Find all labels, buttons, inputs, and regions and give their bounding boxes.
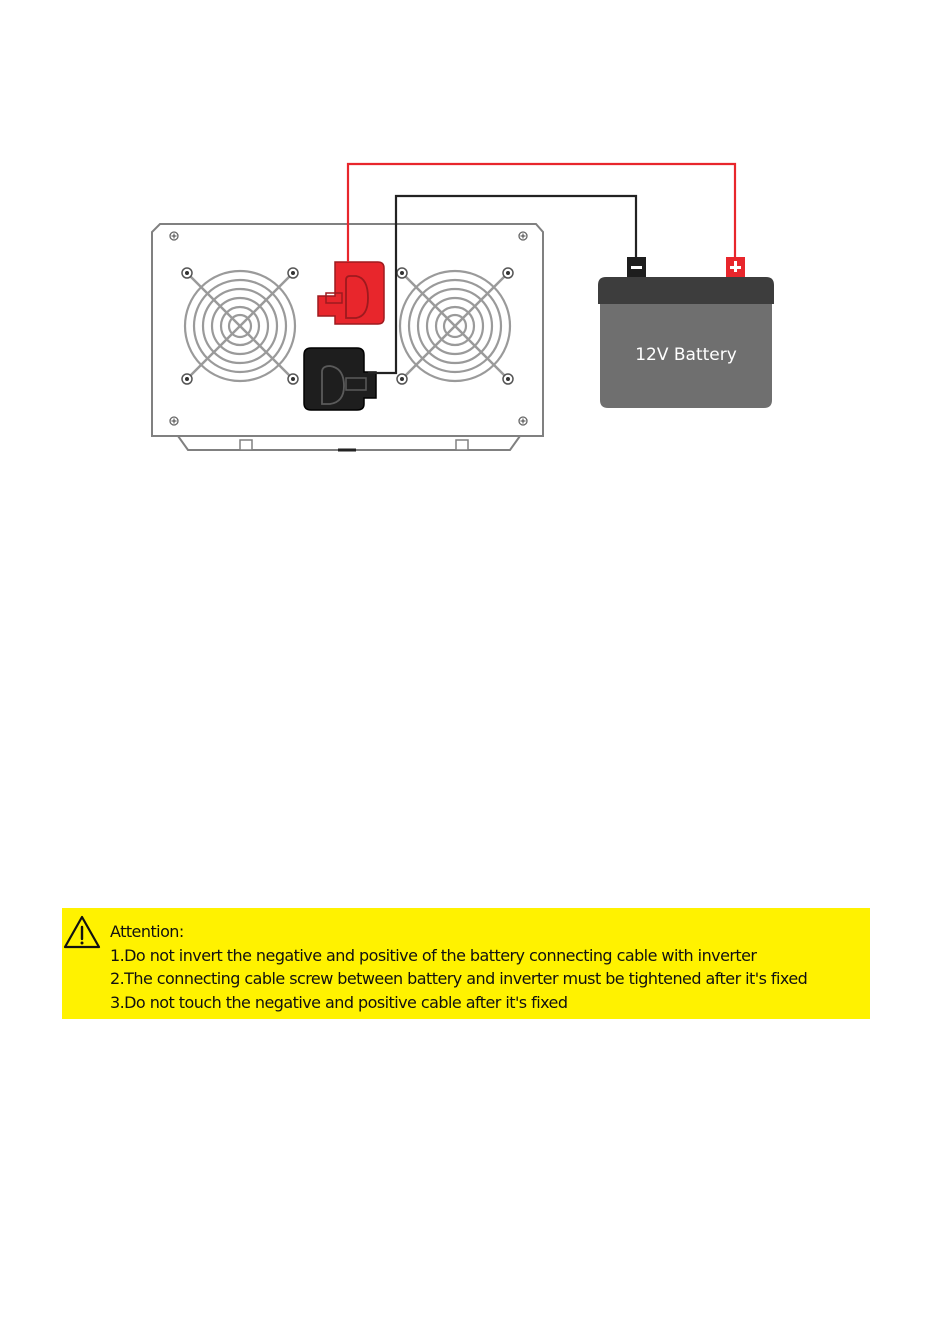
attention-item-1: 1.Do not invert the negative and positiv… [110,944,807,968]
attention-item-3: 3.Do not touch the negative and positive… [110,991,807,1015]
screw-icon [519,417,527,425]
inverter-battery-wiring-diagram: 12V Battery [0,0,933,900]
battery-label: 12V Battery [635,345,737,365]
attention-panel: Attention: 1.Do not invert the negative … [62,908,870,1019]
attention-text: Attention: 1.Do not invert the negative … [110,920,807,1014]
warning-triangle-icon [62,914,102,950]
battery: 12V Battery [598,257,774,408]
screw-icon [170,232,178,240]
attention-item-2: 2.The connecting cable screw between bat… [110,967,807,991]
battery-lid [598,277,774,304]
screw-icon [170,417,178,425]
screw-icon [519,232,527,240]
attention-title: Attention: [110,920,807,944]
